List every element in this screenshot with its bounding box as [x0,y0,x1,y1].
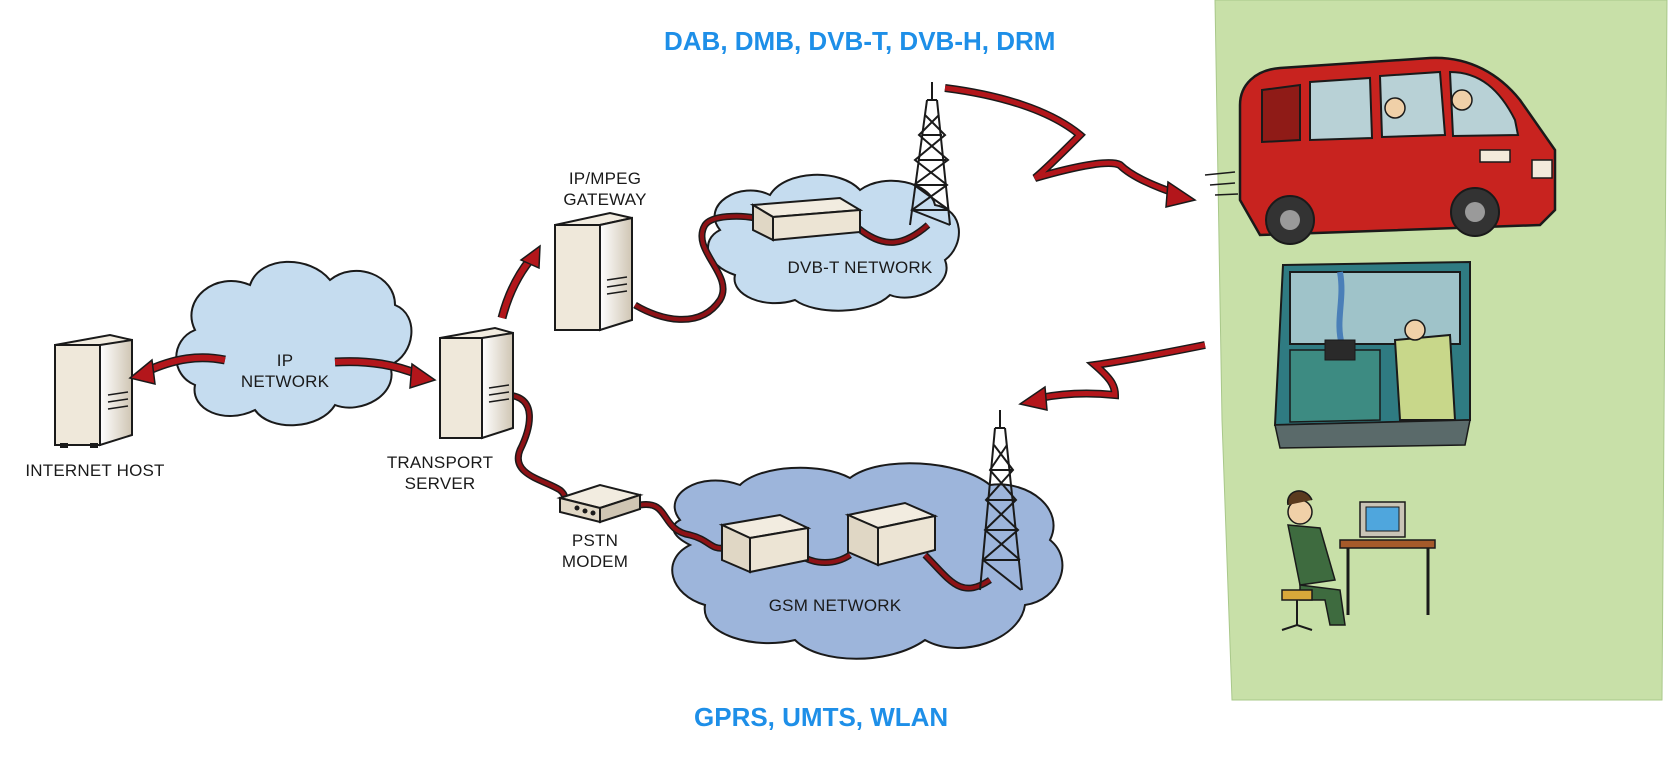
dvbt-network-cloud [707,173,960,312]
pstn-modem-label-line2: MODEM [561,552,629,571]
gsm-base-station-box-icon [718,513,812,574]
dvbt-transmitter-box-icon [749,196,864,242]
gsm-network-label: GSM NETWORK [768,596,902,615]
van-icon [1204,56,1557,245]
mobile-technologies-label: GPRS, UMTS, WLAN [694,702,949,732]
transport-server-icon [439,326,514,440]
broadcast-tower-icon [909,82,951,226]
ip-network-label: IP NETWORK [230,350,340,392]
cell-tower-icon [979,410,1023,591]
cable-transport-to-modem [504,391,576,509]
arrow-ip-to-host [128,353,226,385]
pstn-modem-label: PSTN MODEM [545,530,645,572]
transport-server-label-line1: TRANSPORT [386,453,494,472]
broadcast-technologies-label: DAB, DMB, DVB-T, DVB-H, DRM [664,26,1056,56]
gateway-label-line2: GATEWAY [563,190,647,209]
train-passenger-icon [1273,260,1471,449]
gateway-label: IP/MPEG GATEWAY [550,168,660,210]
internet-host-server-icon [54,333,133,448]
pstn-modem-icon [556,483,644,524]
internet-host-label: INTERNET HOST [25,461,165,480]
ip-network-label-line2: NETWORK [240,372,330,391]
transport-server-label: TRANSPORT SERVER [380,452,500,494]
pstn-modem-label-line1: PSTN [571,531,619,550]
dvbt-network-label: DVB-T NETWORK [787,258,933,277]
ip-network-cloud [175,260,413,427]
gsm-controller-box-icon [844,501,939,567]
gateway-server-icon [554,211,633,332]
ip-network-label-line1: IP [276,351,294,370]
desktop-user-icon [1281,490,1436,631]
arrow-train-to-tower [1018,341,1206,411]
gateway-label-line1: IP/MPEG [568,169,642,188]
arrow-transport-to-gateway [497,244,541,320]
arrow-tower-to-van [944,84,1197,208]
arrow-ip-to-transport [334,357,437,390]
transport-server-label-line2: SERVER [404,474,476,493]
